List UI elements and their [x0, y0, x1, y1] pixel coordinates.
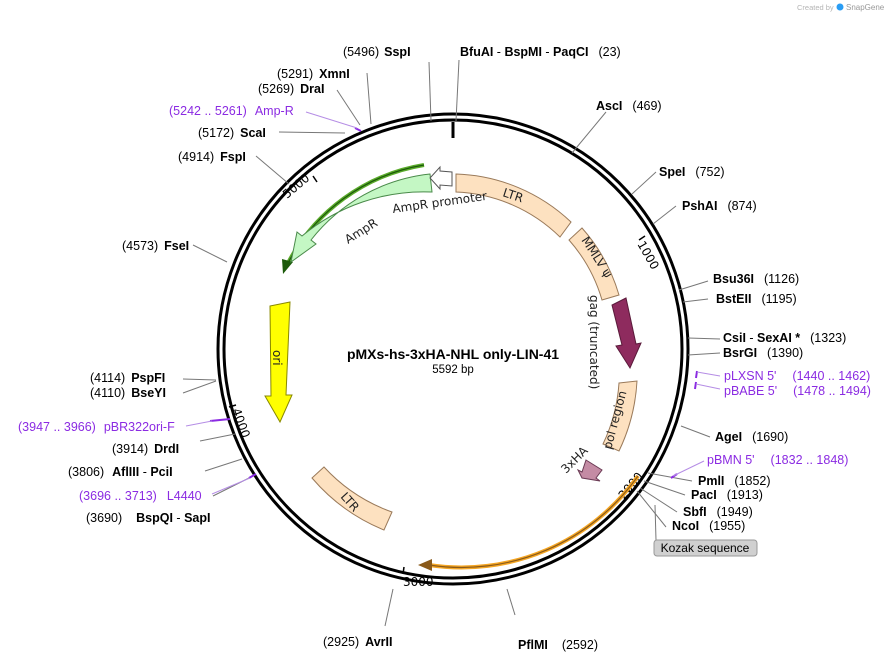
primer-pbmn[interactable]: pBMN 5'(1832 .. 1848)	[707, 453, 848, 467]
site-sbfi[interactable]: SbfI(1949)	[683, 505, 753, 519]
snapgene-logo-icon	[836, 3, 844, 11]
site-paci[interactable]: PacI(1913)	[691, 488, 763, 502]
site-bseyi[interactable]: (4110)BseYI	[90, 386, 166, 400]
primer-pbr322ori-f[interactable]: (3947 .. 3966)pBR322ori-F	[18, 420, 175, 434]
kozak-label: Kozak sequence	[661, 541, 750, 555]
site-bfuai-bspmi-paqci[interactable]: BfuAI - BspMI - PaqCI(23)	[460, 45, 621, 59]
feature-ltr-top[interactable]: LTR	[455, 173, 572, 238]
site-pmli[interactable]: PmlI(1852)	[698, 474, 771, 488]
primer-l4440[interactable]: (3696 .. 3713)L4440	[79, 489, 202, 503]
feature-ori-label: ori	[270, 350, 284, 366]
feature-gag-truncated[interactable]: gag (truncated)	[587, 295, 642, 389]
site-asci[interactable]: AscI(469)	[596, 99, 662, 113]
site-bsteii[interactable]: BstEII(1195)	[716, 292, 797, 306]
site-sspi[interactable]: (5496)SspI	[343, 45, 411, 59]
gene-track-orange	[428, 474, 640, 570]
site-bspqi-sapi[interactable]: (3690)BspQI - SapI	[86, 511, 210, 525]
site-spei[interactable]: SpeI(752)	[659, 165, 725, 179]
site-xmni[interactable]: (5291)XmnI	[277, 67, 350, 81]
feature-ampr-label: AmpR	[342, 216, 380, 247]
site-drai[interactable]: (5269)DraI	[258, 82, 324, 96]
primer-pbabe[interactable]: pBABE 5'(1478 .. 1494)	[724, 384, 871, 398]
site-drdi[interactable]: (3914)DrdI	[112, 442, 179, 456]
gene-track-arrowhead	[418, 559, 432, 571]
site-pflmi[interactable]: PflMI(2592)	[518, 638, 598, 652]
feature-pol-region[interactable]: pol region	[600, 380, 638, 452]
tick-label-3000: 3000	[403, 575, 434, 589]
site-pspfi[interactable]: (4114)PspFI	[90, 371, 165, 385]
site-afliii-pcii[interactable]: (3806)AflIII - PciI	[68, 465, 173, 479]
site-bsrgi[interactable]: BsrGI(1390)	[723, 346, 803, 360]
site-bsu36i[interactable]: Bsu36I(1126)	[713, 272, 799, 286]
primer-marks	[209, 127, 698, 479]
primer-plxsn[interactable]: pLXSN 5'(1440 .. 1462)	[724, 369, 870, 383]
site-pshai[interactable]: PshAI(874)	[682, 199, 757, 213]
kozak-tag[interactable]: Kozak sequence	[653, 539, 758, 557]
site-fspi[interactable]: (4914)FspI	[178, 150, 246, 164]
watermark-brand: SnapGene	[846, 3, 885, 12]
site-ncoi[interactable]: NcoI(1955)	[672, 519, 745, 533]
feature-ltr-bottom[interactable]: LTR	[311, 466, 393, 531]
ampr-track-arrowhead	[282, 259, 293, 274]
watermark-created-by: Created by	[797, 3, 834, 12]
site-agei[interactable]: AgeI(1690)	[715, 430, 788, 444]
feature-mmlv-psi[interactable]: MMLV ψ	[568, 227, 620, 301]
site-fsei[interactable]: (4573)FseI	[122, 239, 189, 253]
backbone	[216, 112, 690, 586]
plasmid-name: pMXs-hs-3xHA-NHL only-LIN-41	[347, 346, 559, 362]
primer-labels: pLXSN 5'(1440 .. 1462) pBABE 5'(1478 .. …	[18, 104, 871, 503]
site-avrii[interactable]: (2925)AvrII	[323, 635, 392, 649]
feature-gag-label: gag (truncated)	[587, 295, 601, 389]
site-labels: (5496)SspI BfuAI - BspMI - PaqCI(23) Asc…	[68, 45, 846, 652]
primer-amp-r[interactable]: (5242 .. 5261)Amp-R	[169, 104, 294, 118]
feature-3xha[interactable]: 3xHA	[558, 443, 603, 482]
feature-ltr-top-label: LTR	[501, 186, 525, 206]
plasmid-size: 5592 bp	[432, 364, 474, 376]
feature-ori[interactable]: ori	[264, 301, 293, 424]
site-csii-sexai[interactable]: CsiI - SexAI *(1323)	[723, 331, 846, 345]
site-scai[interactable]: (5172)ScaI	[198, 126, 266, 140]
